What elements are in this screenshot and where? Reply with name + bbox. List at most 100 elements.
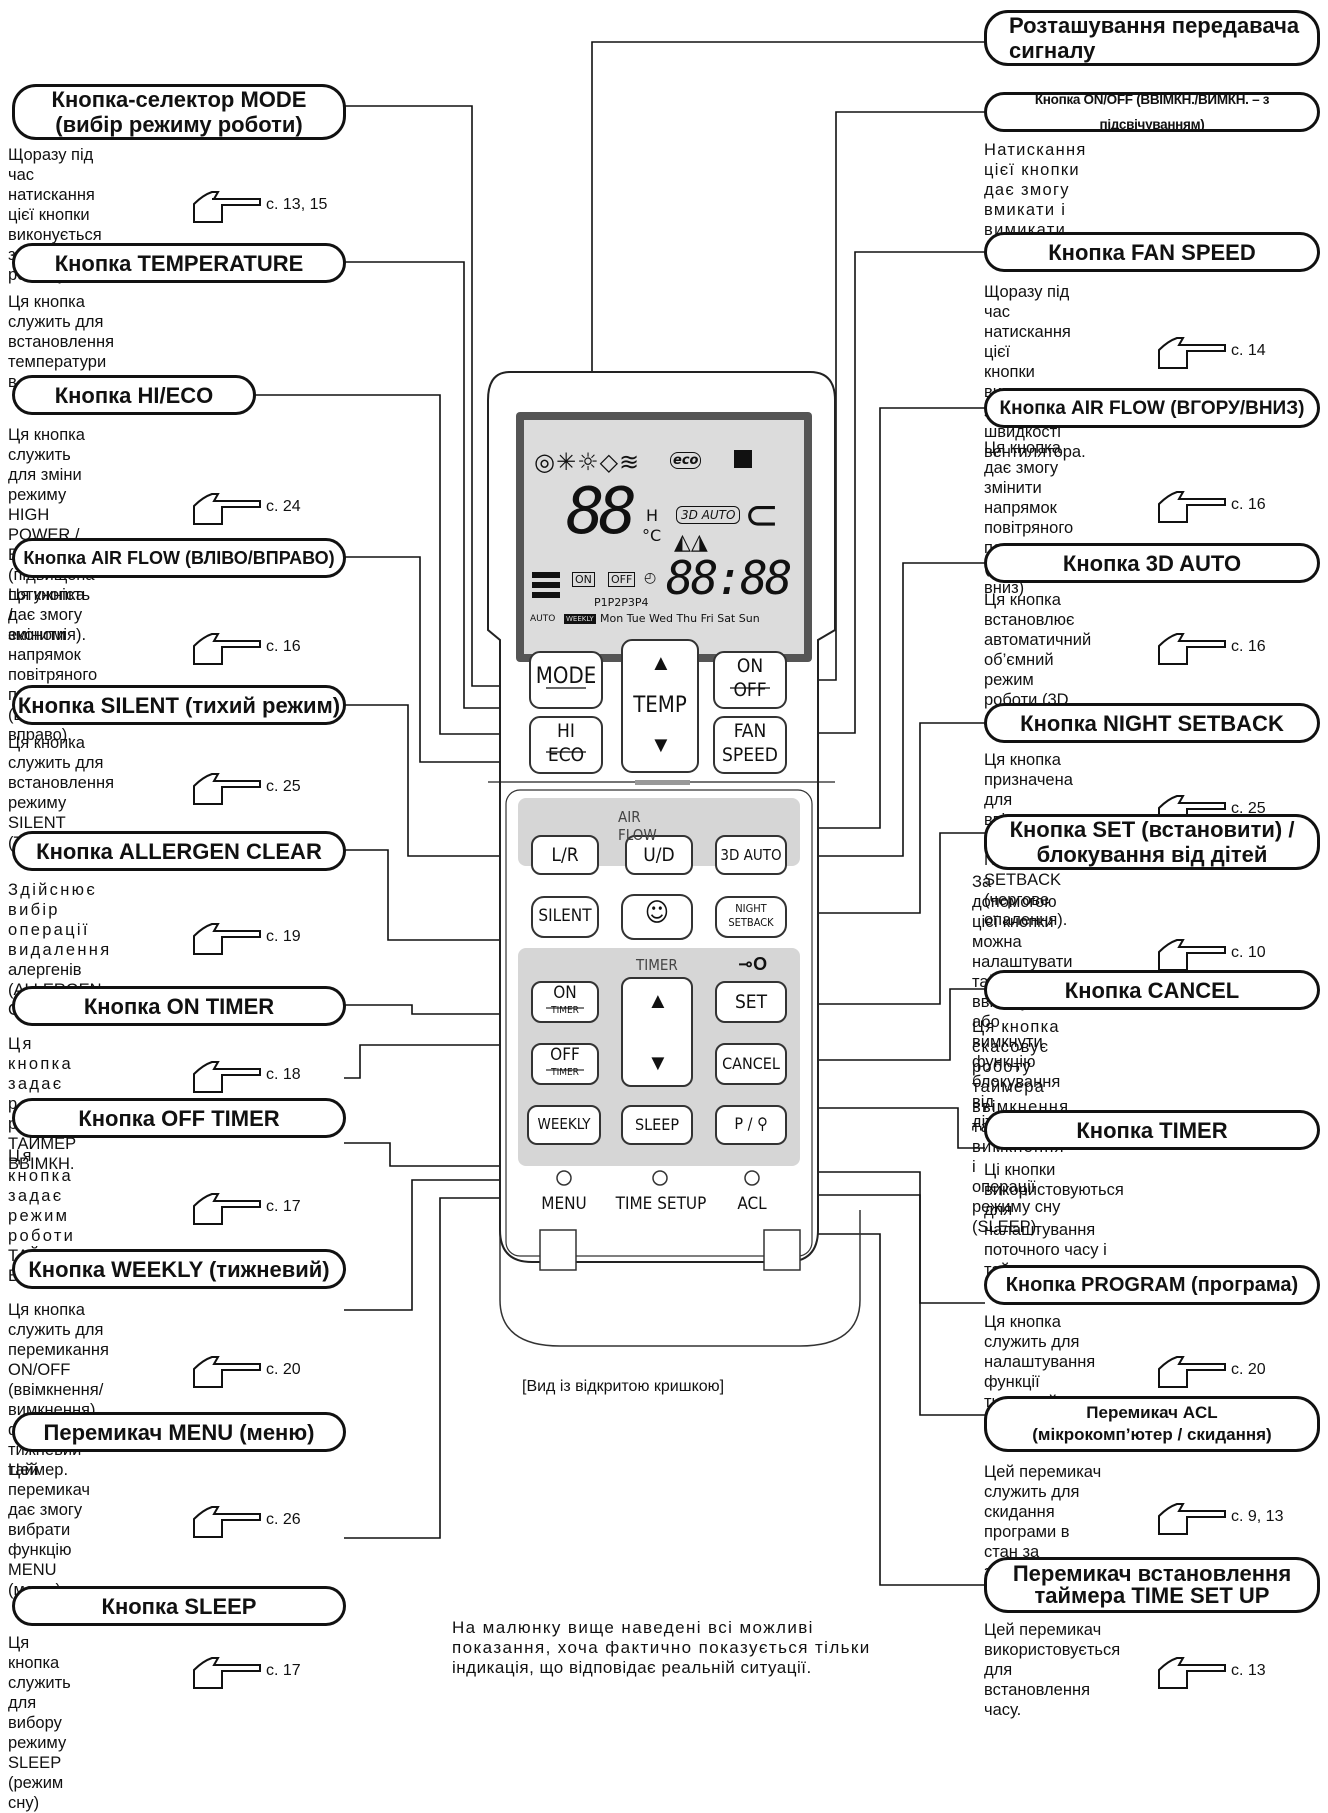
- page-reference: с. 20: [1155, 1355, 1295, 1389]
- pointing-hand-icon: [193, 1356, 261, 1388]
- callout-title: Кнопка AIR FLOW (ВЛІВО/ВПРАВО): [12, 538, 346, 578]
- temp-up-arrow-icon[interactable]: ▲: [650, 650, 672, 675]
- callout-title: Кнопка SLEEP: [12, 1586, 346, 1626]
- lr-button[interactable]: L/R: [551, 844, 579, 866]
- page-reference: с. 19: [190, 922, 330, 956]
- cool-mode-icon: ✳: [555, 448, 578, 476]
- lcd-on: ON: [572, 572, 595, 587]
- key-lock-icon: ⊸O: [738, 954, 768, 974]
- callout-title: Кнопка TIMER: [984, 1110, 1320, 1150]
- callout-description: Ця кнопка скасовує роботу таймера ввімкн…: [972, 1018, 1075, 1236]
- ud-button[interactable]: U/D: [643, 844, 675, 866]
- callout-title: Кнопка-селектор MODE (вибір режиму робот…: [12, 84, 346, 140]
- page-reference: с. 24: [190, 492, 330, 526]
- fan-level-bars: [532, 572, 560, 598]
- lcd-programs: P1P2P3P4: [594, 596, 649, 609]
- page-reference: с. 10: [1155, 938, 1295, 972]
- lcd-days: Mon Tue Wed Thu Fri Sat Sun: [600, 612, 760, 625]
- page-reference: с. 17: [190, 1192, 330, 1226]
- callout-title: Кнопка FAN SPEED: [984, 232, 1320, 272]
- pointing-hand-icon: [193, 633, 261, 665]
- callout-title: Кнопка ON TIMER: [12, 986, 346, 1026]
- pointing-hand-icon: [193, 1657, 261, 1689]
- callout-title: Кнопка CANCEL: [984, 970, 1320, 1010]
- program-button[interactable]: P / ⚲: [734, 1114, 768, 1133]
- temp-down-arrow-icon[interactable]: ▼: [650, 732, 672, 757]
- lcd-weekly: WEEKLY: [564, 614, 596, 624]
- pointing-hand-icon: [1158, 491, 1226, 523]
- lcd-3d-auto: 3D AUTO: [676, 506, 741, 524]
- lcd-temp-digits: 88: [566, 475, 637, 549]
- callout-title: Кнопка NIGHT SETBACK: [984, 703, 1320, 743]
- callout-title: Кнопка SET (встановити) / блокування від…: [984, 814, 1320, 870]
- page-reference: с. 16: [190, 632, 330, 666]
- pointing-hand-icon: [1158, 337, 1226, 369]
- weekly-button[interactable]: WEEKLY: [537, 1115, 591, 1133]
- pointing-hand-icon: [193, 1061, 261, 1093]
- mode-button[interactable]: MODE: [535, 664, 597, 689]
- pointing-hand-icon: [193, 923, 261, 955]
- pointing-hand-icon: [193, 1506, 261, 1538]
- timer-label: TIMER: [636, 956, 678, 974]
- pointing-hand-icon: [1158, 1657, 1226, 1689]
- callout-title: Кнопка TEMPERATURE: [12, 243, 346, 283]
- page-reference: с. 9, 13: [1155, 1502, 1295, 1536]
- pointing-hand-icon: [1158, 939, 1226, 971]
- fan-mode-icon: ≋: [619, 448, 641, 476]
- callout-title: Кнопка 3D AUTO: [984, 543, 1320, 583]
- heat-mode-icon: ☼: [577, 448, 600, 476]
- 3d-auto-button[interactable]: 3D AUTO: [720, 846, 782, 864]
- pointing-hand-icon: [193, 493, 261, 525]
- callout-title: Кнопка ALLERGEN CLEAR: [12, 831, 346, 871]
- callout-title: Кнопка SILENT (тихий режим): [12, 685, 346, 725]
- acl-switch-label[interactable]: ACL: [737, 1194, 767, 1214]
- page-reference: с. 18: [190, 1060, 330, 1094]
- page-reference: с. 17: [190, 1656, 330, 1690]
- temp-button[interactable]: TEMP: [633, 693, 687, 718]
- allergen-face-icon: ☺: [644, 898, 670, 928]
- menu-switch-label[interactable]: MENU: [541, 1194, 587, 1214]
- page-reference: с. 16: [1155, 632, 1295, 666]
- lcd-clock: 88:88: [666, 551, 792, 605]
- callout-title: Кнопка AIR FLOW (ВГОРУ/ВНИЗ): [984, 388, 1320, 428]
- lcd-h: H: [646, 506, 659, 525]
- auto-mode-icon: ◎: [534, 448, 556, 476]
- lcd-off: OFF: [608, 572, 636, 587]
- cancel-button[interactable]: CANCEL: [722, 1054, 780, 1073]
- figure-caption: [Вид із відкритою кришкою]: [522, 1378, 725, 1395]
- signal-icon: ⚲: [757, 1114, 768, 1133]
- silent-button[interactable]: SILENT: [538, 906, 592, 926]
- lcd-eco-label: eco: [670, 452, 702, 469]
- lcd-auto: AUTO: [530, 614, 556, 624]
- pointing-hand-icon: [193, 773, 261, 805]
- page-reference: с. 26: [190, 1505, 330, 1539]
- pointing-hand-icon: [1158, 1503, 1226, 1535]
- airflow-label: AIR FLOW: [618, 808, 657, 844]
- allergen-clear-button[interactable]: ☺: [622, 898, 692, 928]
- set-button[interactable]: SET: [734, 991, 768, 1013]
- page-reference: с. 14: [1155, 336, 1295, 370]
- pointing-hand-icon: [1158, 1356, 1226, 1388]
- timer-down-arrow-icon[interactable]: ▼: [647, 1050, 669, 1075]
- pointing-hand-icon: [193, 191, 261, 223]
- mode-icons-row: ◎✳☼◇≋: [534, 448, 640, 476]
- airflow-left-icon: ◭◮: [674, 530, 708, 555]
- callout-title: Кнопка ON/OFF (ВВІМКН./ВИМКН. – з підсві…: [984, 92, 1320, 132]
- callout-title: Кнопка OFF TIMER: [12, 1098, 346, 1138]
- callout-title: Перемикач MENU (меню): [12, 1412, 346, 1452]
- sleep-button[interactable]: SLEEP: [634, 1115, 680, 1134]
- time-setup-switch-label[interactable]: TIME SETUP: [615, 1194, 707, 1214]
- callout-title: Кнопка WEEKLY (тижневий): [12, 1249, 346, 1289]
- page-reference: с. 13: [1155, 1656, 1295, 1690]
- page-reference: с. 13, 15: [190, 190, 330, 224]
- callout-title: Перемикач ACL (мікрокомп’ютер / скидання…: [984, 1396, 1320, 1452]
- page-reference: с. 16: [1155, 490, 1295, 524]
- timer-up-arrow-icon[interactable]: ▲: [647, 988, 669, 1013]
- footnote: На малюнку вище наведені всі можливі пок…: [452, 1618, 871, 1677]
